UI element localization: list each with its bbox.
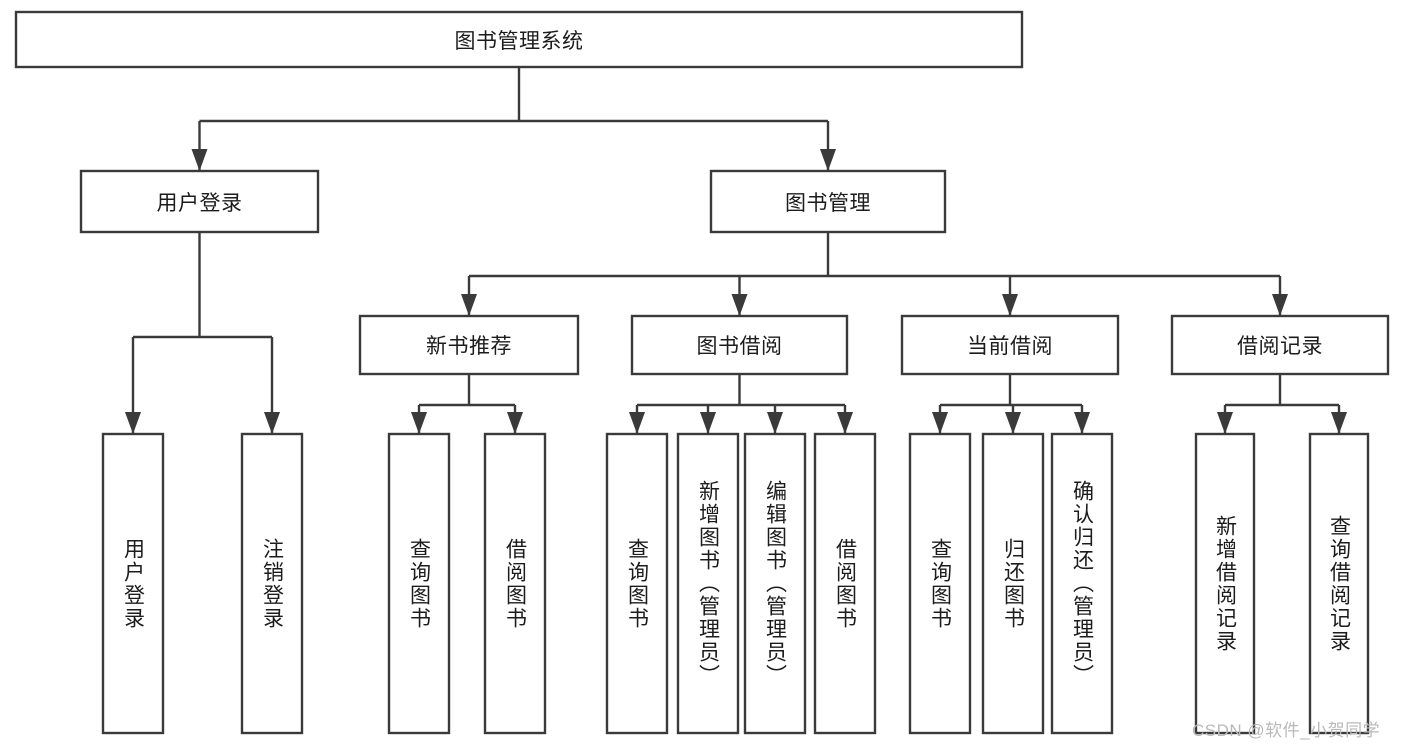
node-box-leaf-logout[interactable] [240, 432, 304, 735]
node-box-book-manage[interactable] [709, 169, 947, 234]
node-label-leaf-borrow-book-1: 借阅图书 [503, 537, 527, 630]
node-label-borrow-record: 借阅记录 [1237, 335, 1323, 358]
arrow-head-icon [932, 412, 948, 434]
node-box-user-login[interactable] [79, 169, 320, 234]
node-box-current-borrow[interactable] [900, 314, 1120, 376]
node-label-book-manage: 图书管理 [785, 191, 871, 215]
node-label-leaf-user-login: 用户登录 [121, 537, 145, 630]
node-box-leaf-user-login[interactable] [101, 432, 165, 735]
node-label-leaf-edit-book: 编辑图书（管理员） [763, 480, 787, 687]
arrow-head-icon [191, 149, 208, 171]
node-label-leaf-query-book-2: 查询图书 [625, 537, 649, 630]
node-box-leaf-return-book[interactable] [981, 432, 1045, 735]
node-box-layer [14, 10, 1390, 735]
arrow-head-icon [411, 412, 427, 434]
node-label-leaf-query-book-1: 查询图书 [407, 537, 431, 630]
arrow-head-icon [700, 412, 716, 434]
arrow-head-icon [1331, 412, 1347, 434]
arrow-head-icon [837, 412, 853, 434]
watermark-text: CSDN @软件_小贺同学 [1192, 721, 1381, 740]
node-box-leaf-query-book-1[interactable] [387, 432, 451, 735]
node-label-new-book-recommend: 新书推荐 [426, 335, 512, 358]
node-box-leaf-borrow-book-2[interactable] [813, 432, 877, 735]
node-box-leaf-add-book[interactable] [676, 432, 740, 735]
node-label-user-login: 用户登录 [156, 191, 243, 215]
node-box-new-book-recommend[interactable] [358, 314, 580, 376]
arrow-head-icon [1217, 412, 1233, 434]
node-label-root: 图书管理系统 [454, 29, 584, 53]
arrow-head-icon [264, 412, 280, 434]
node-box-leaf-query-book-3[interactable] [908, 432, 972, 735]
node-box-borrow-record[interactable] [1170, 314, 1390, 376]
node-box-leaf-query-book-2[interactable] [605, 432, 669, 735]
node-box-leaf-borrow-book-1[interactable] [483, 432, 547, 735]
arrow-head-icon [461, 294, 477, 316]
arrow-head-icon [1074, 412, 1090, 434]
arrow-head-icon [1272, 294, 1288, 316]
node-label-leaf-query-record: 查询借阅记录 [1327, 514, 1351, 653]
arrow-head-icon [1002, 294, 1018, 316]
arrow-head-icon [629, 412, 645, 434]
node-label-leaf-logout: 注销登录 [260, 537, 284, 630]
node-label-leaf-return-book: 归还图书 [1001, 537, 1025, 630]
node-box-leaf-query-record[interactable] [1308, 432, 1370, 735]
arrow-head-icon [820, 149, 836, 171]
arrow-head-icon [767, 412, 783, 434]
arrow-head-icon [125, 412, 141, 434]
node-label-leaf-borrow-book-2: 借阅图书 [833, 537, 857, 630]
connector-layer [125, 67, 1347, 434]
node-box-leaf-confirm-return[interactable] [1050, 432, 1114, 735]
node-label-leaf-add-book: 新增图书（管理员） [696, 480, 720, 687]
node-label-leaf-confirm-return: 确认归还（管理员） [1070, 480, 1094, 687]
node-box-leaf-add-record[interactable] [1194, 432, 1256, 735]
node-label-current-borrow: 当前借阅 [967, 335, 1053, 358]
node-box-leaf-edit-book[interactable] [743, 432, 807, 735]
node-label-leaf-query-book-3: 查询图书 [928, 537, 952, 630]
arrow-head-icon [507, 412, 523, 434]
node-label-leaf-add-record: 新增借阅记录 [1213, 514, 1237, 653]
node-box-book-borrow[interactable] [630, 314, 849, 376]
arrow-head-icon [1005, 412, 1021, 434]
node-label-book-borrow: 图书借阅 [696, 335, 783, 358]
arrow-head-icon [731, 294, 748, 316]
node-box-root[interactable] [14, 10, 1024, 69]
